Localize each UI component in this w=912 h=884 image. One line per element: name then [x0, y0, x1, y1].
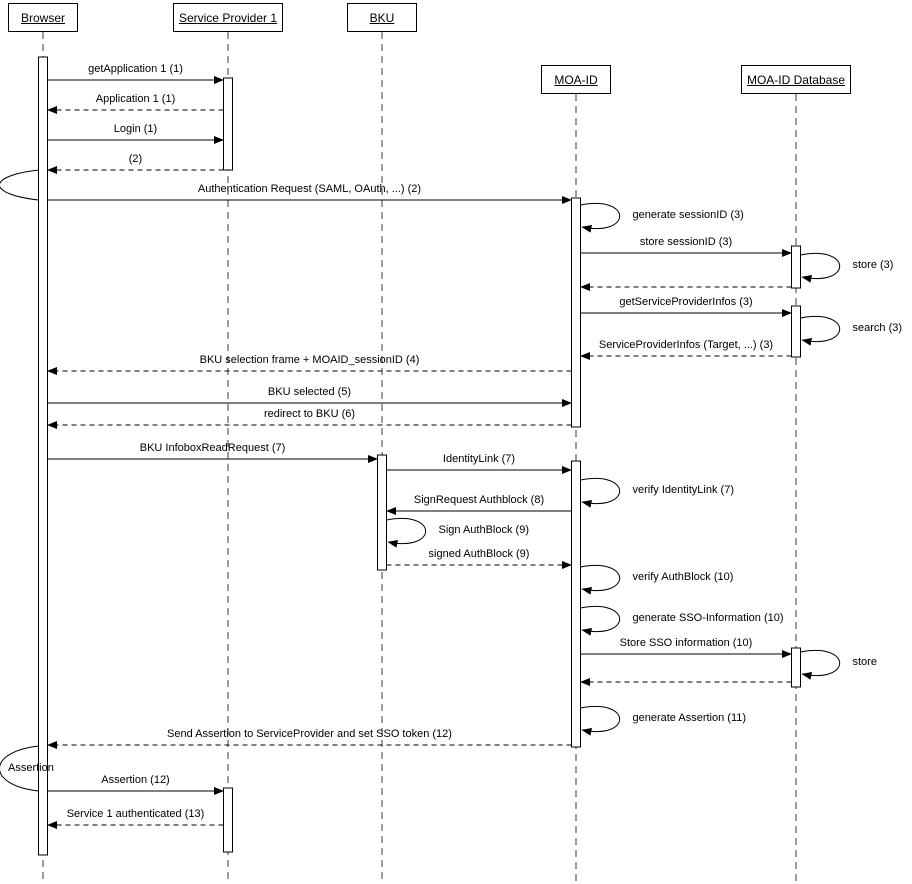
activation-bar-sp1 [223, 77, 233, 171]
activation-bar-moadb [791, 647, 801, 688]
activation-bar-moaid [571, 460, 581, 748]
self-message-arrow [580, 706, 621, 736]
redirect-arc [0, 169, 39, 201]
self-message-arrow [580, 606, 621, 636]
activation-bar-moadb [791, 245, 801, 289]
activation-bar-moadb [791, 305, 801, 358]
self-message-arrow [800, 650, 841, 680]
self-message-arrow [580, 565, 621, 595]
activation-bar-sp1 [223, 787, 233, 853]
self-message-arrow [800, 253, 841, 283]
activation-bar-moaid [571, 197, 581, 428]
activation-bar-browser [38, 56, 48, 856]
self-message-arrow [800, 316, 841, 346]
self-message-arrow [580, 203, 621, 233]
self-message-arrow [386, 518, 427, 548]
redirect-arc [0, 745, 39, 792]
self-message-arrow [580, 478, 621, 508]
activation-bar-bku [377, 454, 387, 571]
